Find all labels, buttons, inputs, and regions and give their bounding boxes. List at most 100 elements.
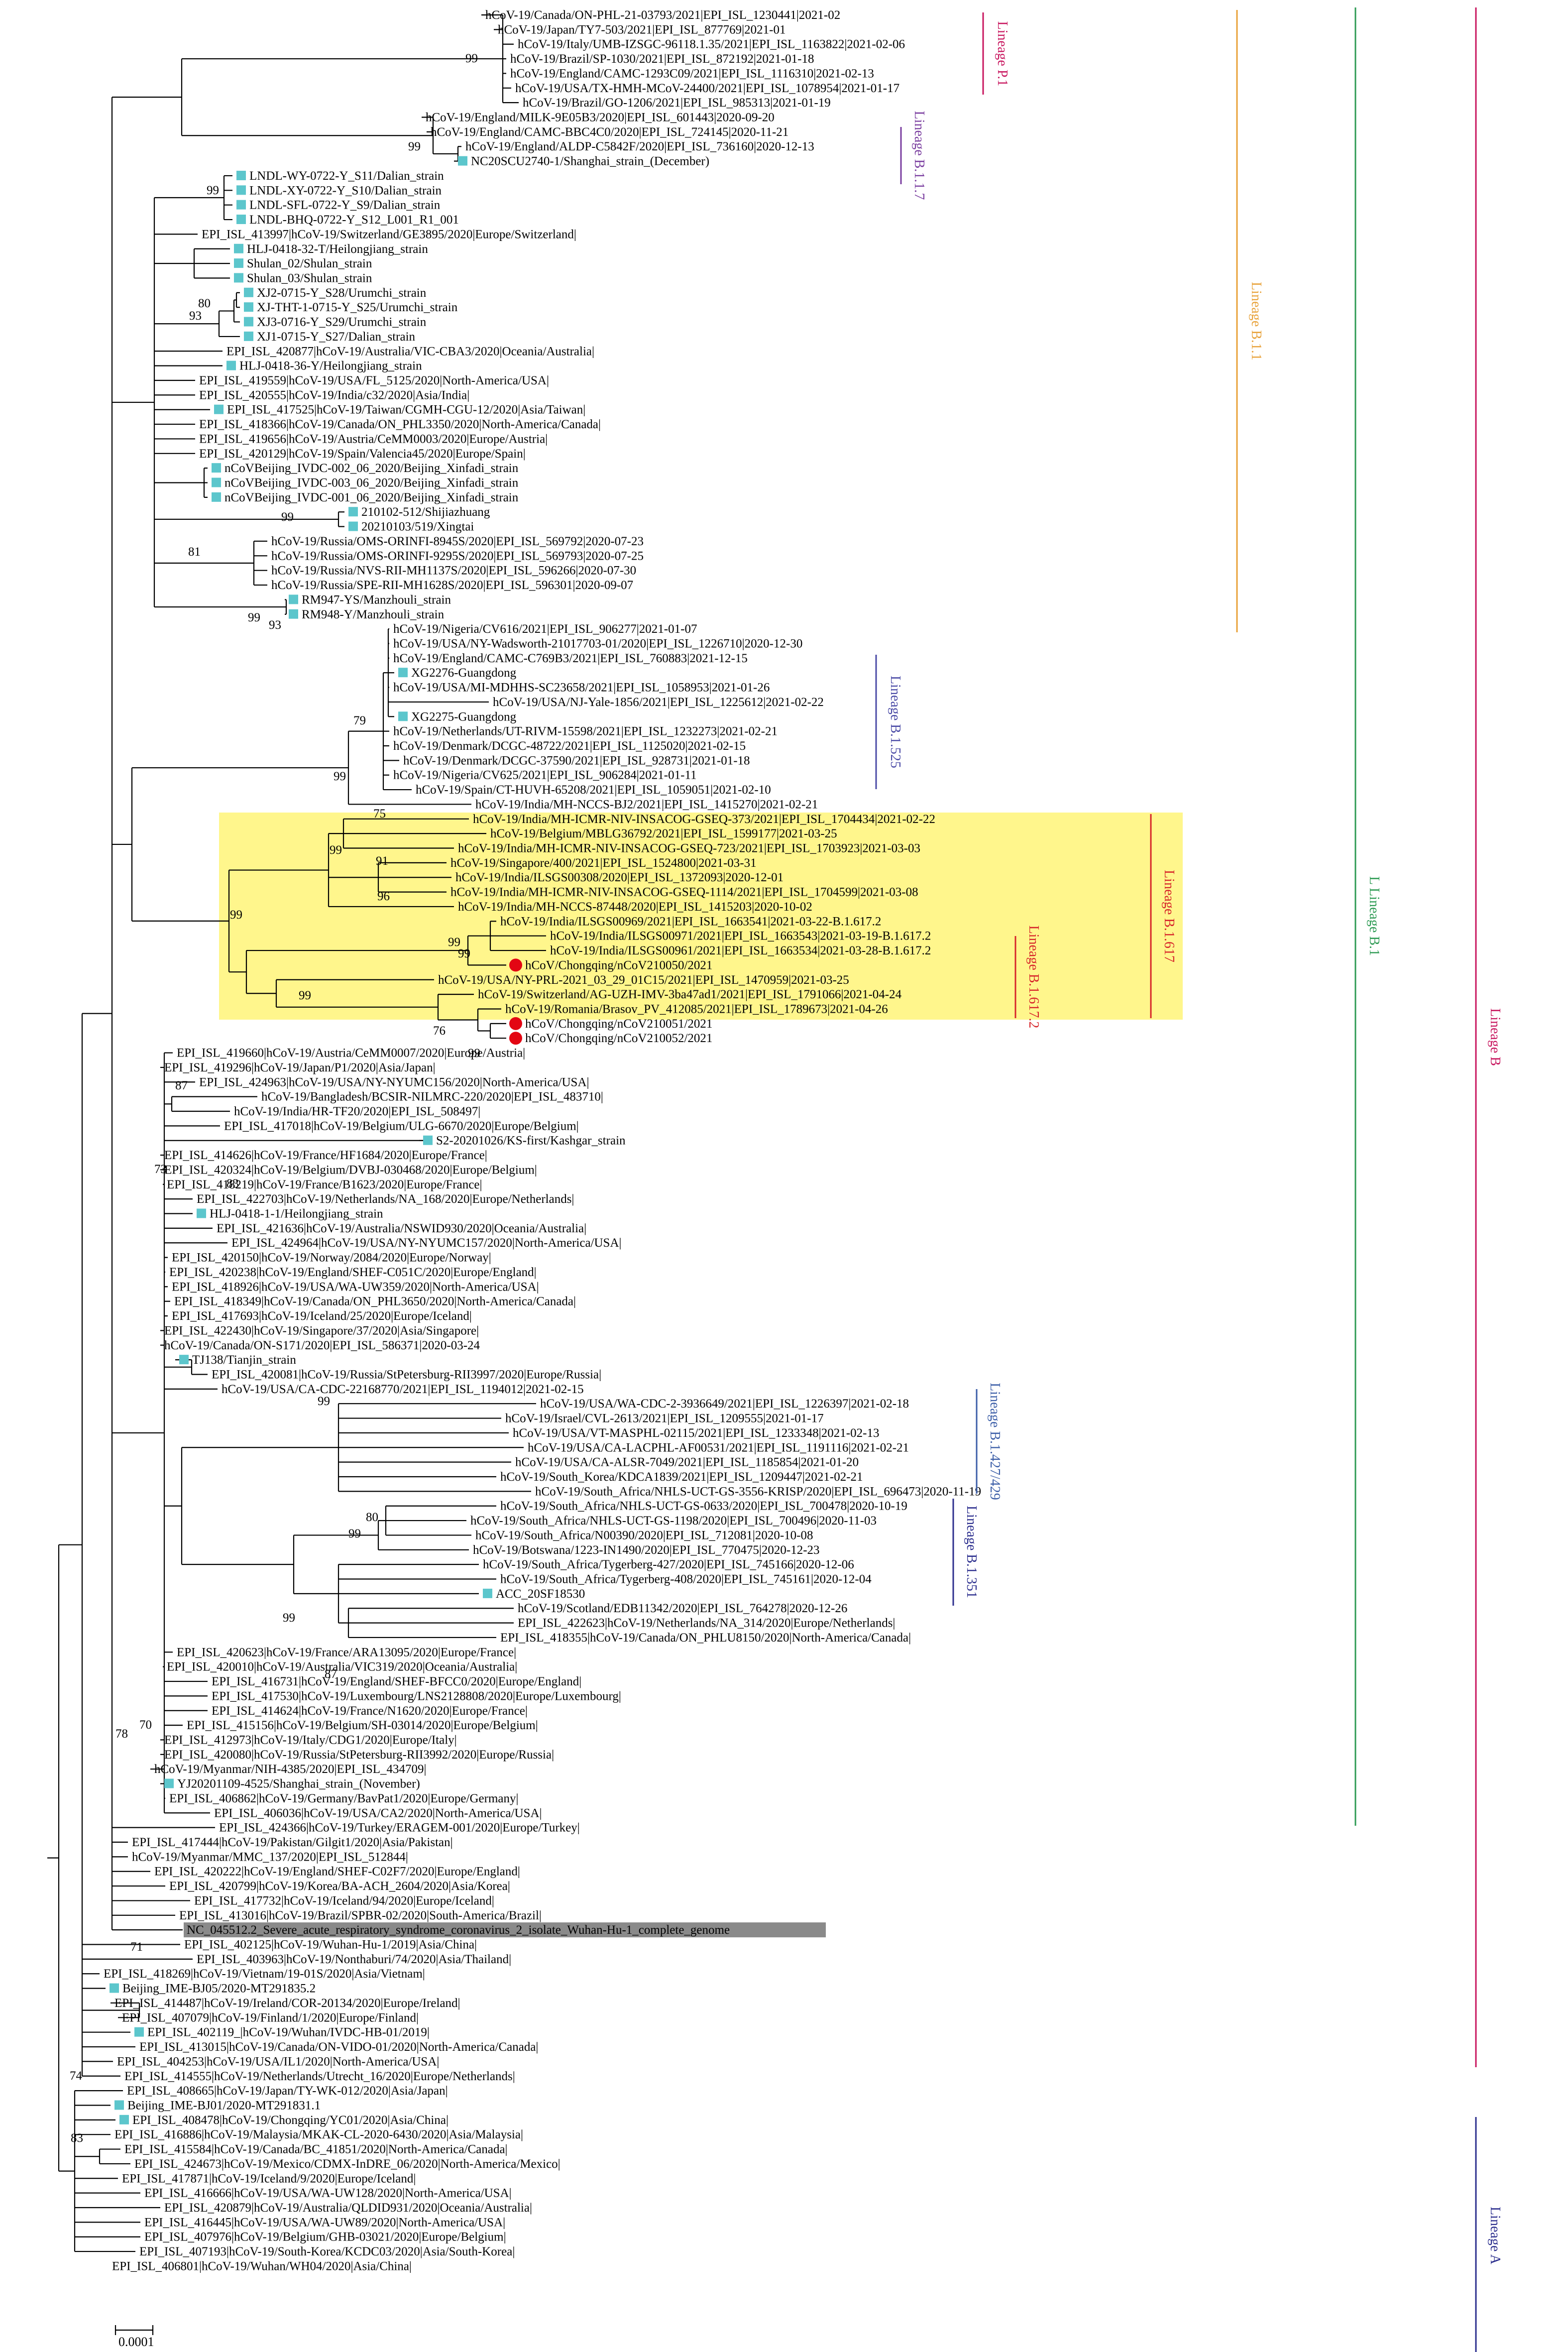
tip-square-marker [244,317,253,327]
tip-label: hCoV-19/England/CAMC-BBC4C0/2020|EPI_ISL… [431,125,788,139]
bootstrap-value: 83 [226,1177,239,1190]
tip-label: hCoV-19/Brazil/SP-1030/2021|EPI_ISL_8721… [510,52,814,66]
tip-label: hCoV-19/India/ILSGS00969/2021|EPI_ISL_16… [500,915,881,928]
tip-label: hCoV/Chongqing/nCoV210052/2021 [525,1032,712,1045]
tip-label: XJ2-0715-Y_S28/Urumchi_strain [257,286,427,300]
bootstrap-value: 96 [377,890,390,903]
tip-label: EPI_ISL_416886|hCoV-19/Malaysia/MKAK-CL-… [114,2128,523,2141]
bootstrap-value: 70 [139,1718,152,1732]
tip-label: EPI_ISL_406862|hCoV-19/Germany/BavPat1/2… [169,1792,519,1805]
clade-label: Lineage B [1487,1008,1503,1066]
tip-label: YJ20201109-4525/Shanghai_strain_(Novembe… [177,1777,420,1791]
bootstrap-value: 93 [189,309,202,323]
tip-label: EPI_ISL_419559|hCoV-19/USA/FL_5125/2020|… [199,374,549,387]
tip-label: hCoV-19/Canada/ON-S171/2020|EPI_ISL_5863… [164,1339,480,1352]
bootstrap-value: 99 [318,1395,330,1408]
tip-label: hCoV-19/USA/VT-MASPHL-02115/2021|EPI_ISL… [513,1426,879,1440]
tip-label: hCoV-19/Botswana/1223-IN1490/2020|EPI_IS… [473,1543,820,1557]
tip-label: EPI_ISL_424366|hCoV-19/Turkey/ERAGEM-001… [219,1821,580,1835]
tip-label: hCoV-19/Denmark/DCGC-48722/2021|EPI_ISL_… [393,739,746,753]
tip-label: TJ138/Tianjin_strain [192,1353,296,1367]
bootstrap-value: 81 [188,545,201,559]
tip-square-marker [348,507,358,517]
tip-label: EPI_ISL_407193|hCoV-19/South-Korea/KCDC0… [139,2245,515,2258]
bootstrap-value: 91 [376,854,388,868]
tip-square-marker [398,711,408,721]
tip-square-marker [214,404,224,414]
tip-label: hCoV-19/USA/CA-ALSR-7049/2021|EPI_ISL_11… [515,1456,859,1469]
tip-square-marker [289,609,298,619]
tip-label: hCoV-19/Romania/Brasov_PV_412085/2021|EP… [505,1002,888,1016]
tip-label: EPI_ISL_420238|hCoV-19/England/SHEF-C051… [169,1266,537,1279]
scale-bar: 0.0001 [114,2325,154,2349]
tip-label: XJ1-0715-Y_S27/Dalian_strain [257,330,416,344]
tip-square-marker [398,668,408,678]
tip-label: hCoV-19/Denmark/DCGC-37590/2021|EPI_ISL_… [403,754,750,767]
tip-label: EPI_ISL_420623|hCoV-19/France/ARA13095/2… [177,1646,516,1659]
tip-square-marker [423,1135,433,1145]
highlight-b1617 [219,813,1183,1020]
tip-square-marker [134,2027,144,2037]
tip-label: EPI_ISL_417871|hCoV-19/Iceland/9/2020|Eu… [122,2172,416,2185]
tip-label: LNDL-WY-0722-Y_S11/Dalian_strain [249,169,444,183]
tip-label: hCoV-19/USA/NJ-Yale-1856/2021|EPI_ISL_12… [493,696,824,709]
tip-square-marker [212,463,221,473]
bootstrap-value: 99 [230,908,242,922]
tip-label: hCoV-19/USA/CA-CDC-22168770/2021|EPI_ISL… [222,1383,584,1396]
tip-label: EPI_ISL_419296|hCoV-19/Japan/P1/2020|Asi… [164,1061,436,1074]
tip-label: EPI_ISL_414624|hCoV-19/France/N1620/2020… [212,1704,528,1718]
tip-label: LNDL-BHQ-0722-Y_S12_L001_R1_001 [249,213,459,227]
tip-label: hCoV-19/England/ALDP-C5842F/2020|EPI_ISL… [465,140,814,153]
tip-label: EPI_ISL_420150|hCoV-19/Norway/2084/2020|… [172,1251,491,1265]
tip-label: HLJ-0418-1-1/Heilongjiang_strain [210,1207,383,1221]
tip-label: hCoV-19/Japan/TY7-503/2021|EPI_ISL_87776… [498,23,786,36]
tip-label: nCoVBeijing_IVDC-003_06_2020/Beijing_Xin… [224,476,519,490]
bootstrap-value: 73 [154,1163,167,1176]
tip-label: EPI_ISL_420081|hCoV-19/Russia/StPetersbu… [212,1368,601,1381]
tip-label: EPI_ISL_402119_|hCoV-19/Wuhan/IVDC-HB-01… [147,2026,430,2039]
tip-square-marker [234,273,243,283]
tip-square-marker [114,2100,124,2110]
tip-label: EPI_ISL_418269|hCoV-19/Vietnam/19-01S/20… [104,1967,425,1981]
branches [47,14,546,2252]
bootstrap-value: 99 [207,184,219,197]
tip-label: EPI_ISL_407976|hCoV-19/Belgium/GHB-03021… [144,2231,506,2244]
bootstrap-value: 87 [175,1079,188,1092]
tip-label: EPI_ISL_419660|hCoV-19/Austria/CeMM0007/… [177,1047,525,1060]
tip-square-marker [348,521,358,531]
tip-label: EPI_ISL_420080|hCoV-19/Russia/StPetersbu… [164,1748,554,1762]
tip-label: EPI_ISL_418366|hCoV-19/Canada/ON_PHL3350… [199,418,601,431]
tip-label: hCoV-19/India/ILSGS00961/2021|EPI_ISL_16… [550,944,931,957]
tip-label: hCoV-19/South_Africa/Tygerberg-427/2020|… [483,1558,854,1571]
tip-label: nCoVBeijing_IVDC-001_06_2020/Beijing_Xin… [224,491,519,504]
bootstrap-value: 99 [334,770,346,783]
tip-label: hCoV-19/England/CAMC-C769B3/2021|EPI_ISL… [393,652,748,665]
tip-label: XJ3-0716-Y_S29/Urumchi_strain [257,316,427,329]
tip-label: EPI_ISL_422703|hCoV-19/Netherlands/NA_16… [197,1192,574,1206]
tip-label: hCoV-19/South_Korea/KDCA1839/2021|EPI_IS… [500,1470,863,1484]
clade-label: Lineage P.1 [995,21,1010,87]
tip-label: Beijing_IME-BJ05/2020-MT291835.2 [122,1982,316,1996]
bootstrap-value: 80 [198,297,211,310]
tip-label: EPI_ISL_408665|hCoV-19/Japan/TY-WK-012/2… [127,2084,448,2098]
tip-label: hCoV-19/Russia/OMS-ORINFI-9295S/2020|EPI… [271,549,644,563]
tip-label: EPI_ISL_417018|hCoV-19/Belgium/ULG-6670/… [224,1119,579,1133]
bootstrap-value: 93 [269,618,281,632]
bootstrap-value: 99 [281,510,294,524]
tip-label: EPI_ISL_424963|hCoV-19/USA/NY-NYUMC156/2… [199,1075,589,1089]
bootstrap-value: 99 [465,52,478,65]
tip-label: hCoV-19/USA/CA-LACPHL-AF00531/2021|EPI_I… [528,1441,909,1454]
tip-label: EPI_ISL_420129|hCoV-19/Spain/Valencia45/… [199,447,526,461]
tip-label: EPI_ISL_406036|hCoV-19/USA/CA2/2020|Nort… [214,1806,542,1820]
tip-square-marker [212,492,221,502]
tip-label: hCoV-19/USA/MI-MDHHS-SC23658/2021|EPI_IS… [393,681,770,695]
bootstrap-value: 99 [468,1047,480,1060]
tip-label: 210102-512/Shijiazhuang [361,505,490,519]
tip-label: hCoV-19/Canada/ON-PHL-21-03793/2021|EPI_… [485,8,840,22]
tip-square-marker [244,287,253,297]
tip-circle-marker [509,1032,522,1045]
tip-square-marker [110,1983,119,1993]
clade-label: Lineage B.1.617 [1161,870,1177,962]
